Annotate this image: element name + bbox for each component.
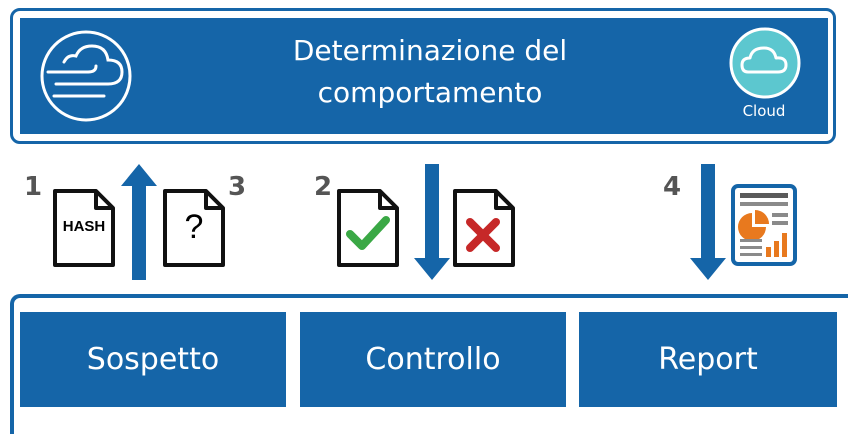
step-number-2: 2	[314, 172, 333, 202]
hash-label: HASH	[62, 218, 106, 235]
process-panel-frame	[10, 294, 848, 434]
arrow-down-icon	[414, 164, 450, 280]
rejected-document-icon	[453, 189, 515, 267]
arrow-down-report-icon	[690, 164, 726, 280]
question-mark: ?	[184, 208, 204, 246]
step-number-3: 3	[228, 172, 247, 202]
cloud-label: Cloud	[742, 102, 786, 120]
box-sospetto: Sospetto	[20, 312, 286, 407]
unknown-document-icon	[163, 189, 225, 267]
hash-document-icon	[53, 189, 115, 267]
cloud-icon	[729, 27, 801, 99]
title-line-1: Determinazione del	[292, 34, 568, 67]
cloud-panel	[20, 18, 828, 134]
cloud-panel-frame	[10, 8, 836, 144]
cross-icon	[466, 218, 500, 252]
step-number-4: 4	[663, 172, 682, 202]
panel-title: Determinazione del comportamento	[210, 30, 650, 114]
box-report: Report	[579, 312, 837, 407]
approved-document-icon	[337, 189, 399, 267]
check-icon	[346, 216, 390, 250]
bar-chart-icon	[766, 233, 787, 257]
pie-chart-icon	[738, 213, 766, 241]
title-line-2: comportamento	[317, 76, 543, 109]
arrow-up-icon	[121, 164, 157, 280]
step-number-1: 1	[24, 172, 43, 202]
box-controllo: Controllo	[300, 312, 566, 407]
report-document-icon	[731, 184, 797, 266]
wind-cloud-icon	[40, 30, 132, 122]
